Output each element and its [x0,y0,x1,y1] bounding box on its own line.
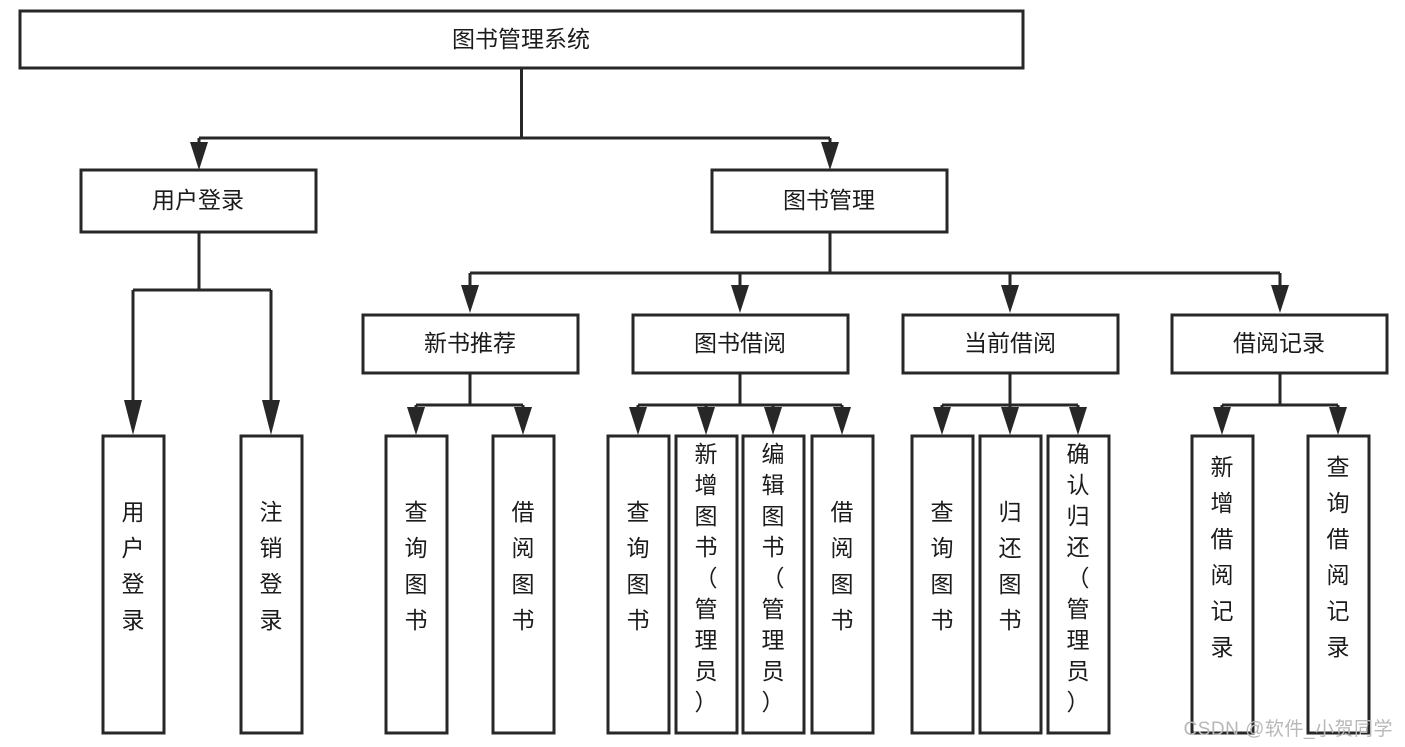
arrow-root-to-book-management [821,142,839,170]
leaf-logout-login[interactable]: 注销登录 [239,434,304,735]
node-current-borrow-label: 当前借阅 [964,330,1056,356]
leaf-confirm-return-label: 确认归还（管理员） [1067,441,1090,715]
node-root-label: 图书管理系统 [452,26,590,52]
leaf-edit-book-box[interactable] [741,434,806,735]
node-book-borrow-label: 图书借阅 [694,330,786,356]
node-current-borrow[interactable]: 当前借阅 [901,313,1120,375]
leaf-add-record[interactable]: 新增借阅记录 [1190,434,1255,735]
node-user-login[interactable]: 用户登录 [79,168,318,234]
node-book-borrow-box[interactable] [631,313,850,375]
connector-group-root [190,68,839,170]
connector-group-user-login [124,232,280,435]
node-borrow-record-label: 借阅记录 [1233,330,1325,356]
leaf-query-book-3-box[interactable] [910,434,975,735]
leaf-add-record-box[interactable] [1190,434,1255,735]
leaf-add-book-box[interactable] [674,434,739,735]
arrow-to-leaf-query-book-2 [629,407,647,435]
leaf-query-book-2[interactable]: 查询图书 [606,434,671,735]
arrow-to-book-borrow [731,285,749,313]
leaf-borrow-book-1[interactable]: 借阅图书 [491,434,556,735]
arrow-root-to-user-login [190,142,208,170]
arrow-to-leaf-query-book-1 [407,407,425,435]
arrow-to-leaf-confirm-return [1069,407,1087,435]
arrow-to-leaf-borrow-book-1 [514,407,532,435]
node-root[interactable]: 图书管理系统 [18,9,1025,70]
leaf-query-record[interactable]: 查询借阅记录 [1306,434,1371,735]
leaf-user-login-box[interactable] [101,434,166,735]
leaf-query-book-1-label: 查询图书 [405,499,428,633]
node-root-box[interactable] [18,9,1025,70]
arrow-to-leaf-query-book-3 [933,407,951,435]
csdn-watermark: CSDN @软件_小贺同学 [1183,719,1393,740]
node-borrow-record[interactable]: 借阅记录 [1170,313,1389,375]
leaf-return-book-box[interactable] [978,434,1043,735]
arrow-to-leaf-return-book [1001,407,1019,435]
leaf-query-book-2-label: 查询图书 [627,499,650,633]
arrow-to-leaf-add-record [1213,407,1231,435]
leaf-query-book-1-box[interactable] [384,434,449,735]
connector-group-book-borrow [629,372,851,435]
leaf-add-book-label: 新增图书（管理员） [695,441,718,715]
connector-group-new-book-recommend [407,372,532,435]
leaf-query-book-2-box[interactable] [606,434,671,735]
connector-group-book-management [461,232,1289,313]
leaf-return-book-label: 归还图书 [999,499,1022,633]
node-user-login-box[interactable] [79,168,318,234]
node-book-management-box[interactable] [710,168,949,234]
arrow-to-leaf-edit-book [764,407,782,435]
leaf-user-login[interactable]: 用户登录 [101,434,166,735]
leaf-logout-login-box[interactable] [239,434,304,735]
node-book-management-label: 图书管理 [783,187,875,213]
connector-group-borrow-record [1213,372,1347,435]
leaf-add-book[interactable]: 新增图书（管理员） [674,434,739,735]
leaf-user-login-label: 用户登录 [122,499,145,633]
leaf-borrow-book-2-box[interactable] [810,434,875,735]
arrow-to-leaf-user-login [124,400,142,435]
leaf-query-book-1[interactable]: 查询图书 [384,434,449,735]
leaf-logout-login-label: 注销登录 [260,499,283,633]
arrow-to-new-book-recommend [461,285,479,313]
node-new-book-recommend[interactable]: 新书推荐 [361,313,580,375]
node-book-borrow[interactable]: 图书借阅 [631,313,850,375]
leaf-confirm-return[interactable]: 确认归还（管理员） [1046,434,1111,735]
node-user-login-label: 用户登录 [152,187,244,213]
arrow-to-leaf-query-record [1329,407,1347,435]
arrow-to-current-borrow [1001,285,1019,313]
leaf-borrow-book-2-label: 借阅图书 [831,499,854,633]
node-current-borrow-box[interactable] [901,313,1120,375]
arrow-to-leaf-logout-login [262,400,280,435]
arrow-to-leaf-add-book [697,407,715,435]
leaf-confirm-return-box[interactable] [1046,434,1111,735]
leaf-query-book-3[interactable]: 查询图书 [910,434,975,735]
leaf-query-record-label: 查询借阅记录 [1327,454,1350,660]
leaf-borrow-book-1-box[interactable] [491,434,556,735]
node-new-book-recommend-box[interactable] [361,313,580,375]
leaf-query-record-box[interactable] [1306,434,1371,735]
node-book-management[interactable]: 图书管理 [710,168,949,234]
leaf-query-book-3-label: 查询图书 [931,499,954,633]
leaf-return-book[interactable]: 归还图书 [978,434,1043,735]
leaf-borrow-book-2[interactable]: 借阅图书 [810,434,875,735]
arrow-to-borrow-record [1271,285,1289,313]
leaf-add-record-label: 新增借阅记录 [1211,454,1234,660]
leaf-edit-book[interactable]: 编辑图书（管理员） [741,434,806,735]
node-new-book-recommend-label: 新书推荐 [424,330,516,356]
arrow-to-leaf-borrow-book-2 [833,407,851,435]
leaf-borrow-book-1-label: 借阅图书 [512,499,535,633]
connector-group-current-borrow [933,372,1087,435]
leaf-edit-book-label: 编辑图书（管理员） [762,441,785,715]
node-borrow-record-box[interactable] [1170,313,1389,375]
